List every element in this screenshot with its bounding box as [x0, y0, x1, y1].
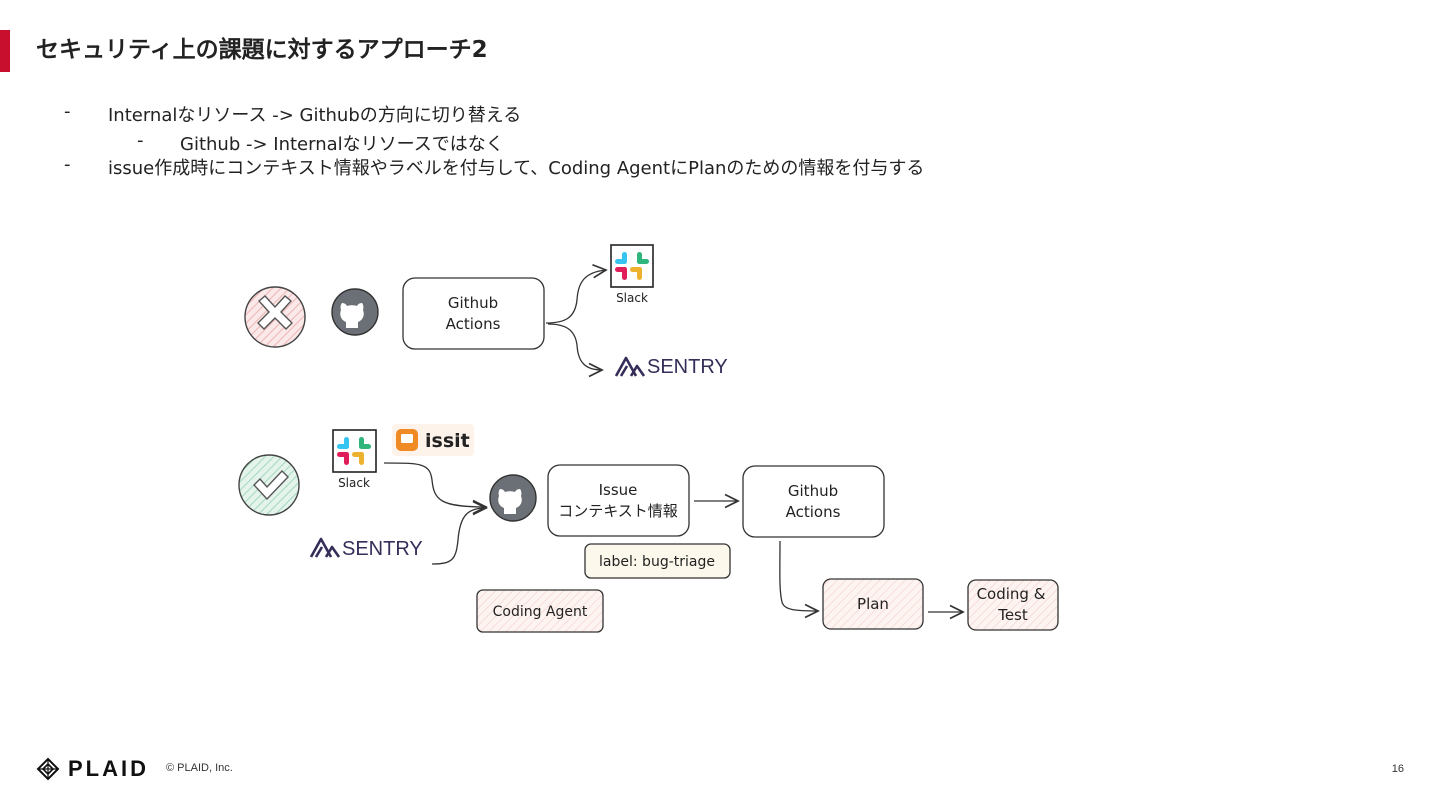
slack-icon [610, 244, 654, 288]
coding-test-line1: Coding & [977, 585, 1046, 603]
bullet-marker: - [64, 101, 71, 122]
sentry-label: SENTRY [342, 538, 423, 560]
sentry-icon [309, 537, 341, 558]
cross-icon [244, 286, 306, 348]
footer-brand: PLAID [68, 756, 149, 781]
arrow-to-sentry [547, 323, 602, 370]
issue-box [547, 464, 690, 537]
github-icon [489, 474, 537, 522]
slide-title: セキュリティ上の課題に対するアプローチ2 [36, 37, 488, 63]
slack-label: Slack [338, 476, 370, 490]
arrow-slack-to-github [383, 462, 486, 507]
page-number: 16 [1391, 763, 1404, 775]
actions-box-line1: Github [788, 482, 838, 500]
footer-copyright: © PLAID, Inc. [166, 762, 233, 774]
label-tag-text: label: bug-triage [599, 554, 715, 570]
label-tag [584, 543, 731, 579]
github-actions-box [402, 277, 545, 350]
accent-bar [0, 30, 10, 72]
check-icon [238, 454, 300, 516]
plan-label: Plan [857, 595, 889, 613]
issue-box-line1: Issue [599, 481, 638, 499]
bullet-subitem: Github -> Internalなリソースではなく [180, 134, 504, 155]
issit-logo [392, 424, 474, 456]
footer-logo: PLAID [36, 756, 149, 782]
bullet-item: Internalなリソース -> Githubの方向に切り替える [108, 105, 522, 126]
github-icon [331, 288, 379, 336]
issue-box-line2: コンテキスト情報 [558, 502, 678, 520]
bullet-marker: - [64, 154, 71, 175]
plaid-logo-icon [36, 757, 60, 781]
actions-box-line1: Github [448, 294, 498, 312]
arrow-sentry-to-github [431, 508, 486, 565]
issit-label: issit [425, 430, 470, 452]
slack-icon [332, 429, 377, 473]
github-actions-box [742, 465, 885, 538]
bullet-item: issue作成時にコンテキスト情報やラベルを付与して、Coding Agentに… [108, 158, 925, 179]
plan-box [822, 578, 924, 630]
sentry-label: SENTRY [647, 356, 728, 378]
coding-test-line2: Test [997, 606, 1028, 624]
bullet-marker: - [137, 130, 144, 151]
sentry-icon [614, 356, 646, 377]
arrow-actions-to-plan [779, 540, 818, 611]
coding-test-box [967, 579, 1059, 631]
actions-box-line2: Actions [786, 503, 841, 521]
coding-agent-box [476, 589, 604, 633]
coding-agent-label: Coding Agent [493, 604, 588, 620]
slack-label: Slack [616, 291, 648, 305]
actions-box-line2: Actions [446, 315, 501, 333]
arrow-to-slack [545, 270, 606, 324]
